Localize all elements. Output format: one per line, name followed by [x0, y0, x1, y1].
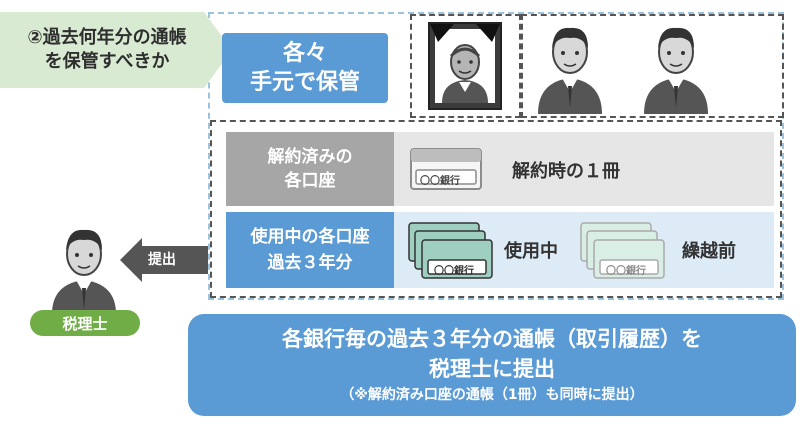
question-tag-line2: を保管すべきか	[44, 51, 170, 72]
rollover-label: 繰越前	[682, 241, 736, 262]
memorial-portrait-icon	[428, 22, 502, 110]
keep-box: 各々 手元で保管	[222, 33, 388, 103]
accounts-frame	[210, 120, 782, 298]
heir-person-icon	[538, 27, 602, 114]
bottom-message-line3: （※解約済み口座の通帳（1冊）も同時に提出）	[340, 387, 644, 403]
bottom-message: 各銀行毎の過去３年分の通帳（取引履歴）を 税理士に提出 （※解約済み口座の通帳（…	[188, 314, 796, 416]
closed-accounts-label-line1: 解約済みの	[267, 147, 353, 167]
closed-passbook-icon	[410, 148, 482, 190]
question-tag: ②過去何年分の通帳 を保管すべきか	[0, 12, 232, 88]
closed-accounts-label-line2: 各口座	[284, 171, 336, 191]
submit-arrow-icon	[120, 238, 208, 282]
rollover-passbooks-icon	[580, 222, 665, 279]
tax-accountant-icon	[52, 229, 116, 314]
current-passbooks-icon	[408, 222, 493, 279]
bottom-message-line1: 各銀行毎の過去３年分の通帳（取引履歴）を	[282, 327, 702, 351]
closed-accounts-label: 解約済みの 各口座	[226, 132, 394, 206]
active-accounts-label: 使用中の各口座 過去３年分	[226, 212, 394, 288]
heir-person-icon-2	[644, 27, 708, 114]
family-frame	[521, 14, 784, 118]
rollover-passbook-text: 〇〇銀行	[606, 266, 646, 277]
tax-accountant-label: 税理士	[30, 310, 140, 336]
portrait-frame	[410, 14, 521, 118]
active-accounts-label-line1: 使用中の各口座	[250, 227, 370, 247]
current-label: 使用中	[504, 241, 558, 262]
active-accounts-label-line2: 過去３年分	[267, 253, 353, 273]
bottom-message-line2: 税理士に提出	[429, 357, 555, 381]
outer-dashed-frame	[208, 12, 784, 300]
keep-box-line2: 手元で保管	[249, 70, 360, 95]
keep-box-line1: 各々	[282, 41, 327, 66]
closed-passbook-text: 〇〇銀行	[420, 176, 460, 187]
question-tag-line1: ②過去何年分の通帳	[27, 27, 187, 48]
submit-arrow-label: 提出	[148, 252, 176, 268]
current-passbook-text: 〇〇銀行	[434, 266, 474, 277]
closed-accounts-note: 解約時の１冊	[512, 161, 620, 182]
